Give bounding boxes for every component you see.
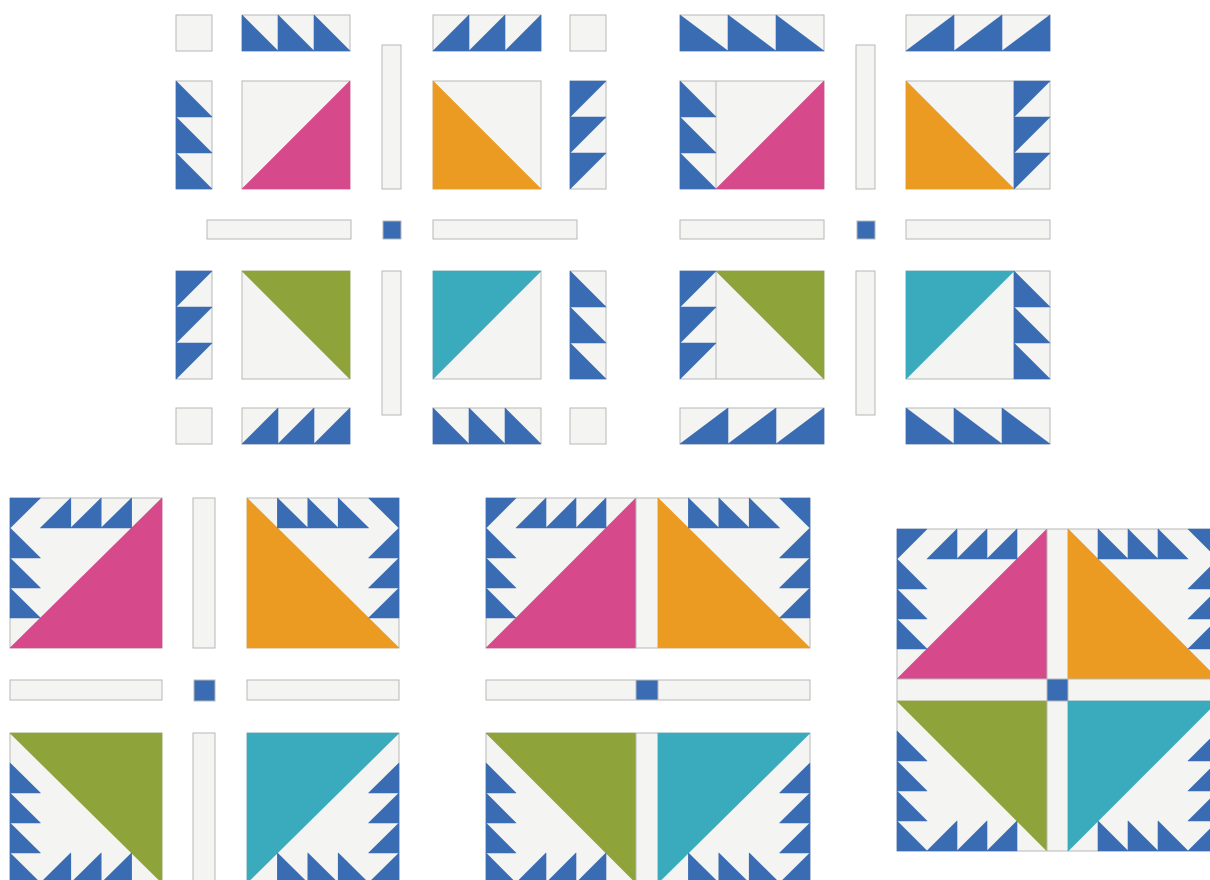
- finished-block-bottom-right: [1068, 701, 1210, 851]
- geese-unit-top-right: [906, 15, 1050, 51]
- sashing-horizontal-left: [680, 220, 824, 239]
- stage-4-finished-block: [897, 529, 1210, 851]
- sashing-vertical-top: [856, 45, 875, 189]
- geese-strip-right-upper: [1014, 81, 1050, 189]
- geese-strip-bottom-right: [433, 408, 541, 444]
- geese-strip-left-upper: [176, 81, 212, 189]
- sashing-vertical-bottom: [193, 733, 215, 880]
- sashing-horizontal-left: [207, 220, 351, 239]
- geese-strip-top-right: [433, 15, 541, 51]
- corner-square: [176, 408, 212, 444]
- finished-sashing-top: [1047, 529, 1068, 679]
- geese-unit-top-left: [680, 15, 824, 51]
- stage-1-pieces-right: [680, 15, 1050, 444]
- corner-square: [176, 15, 212, 51]
- sashing-horizontal-right: [247, 680, 399, 700]
- stage-3-joined-rows: [486, 498, 810, 880]
- stage-2-framed-blocks: [10, 498, 399, 880]
- sashing-vertical-top: [193, 498, 215, 648]
- geese-strip-bottom-left: [242, 408, 350, 444]
- sashing-vertical-bottom: [856, 271, 875, 415]
- cornerstone: [194, 680, 215, 701]
- cornerstone: [857, 221, 875, 239]
- framed-block-bottom-left: [10, 733, 162, 880]
- framed-block-top-right: [247, 498, 399, 648]
- row-block-top-right: [658, 498, 810, 648]
- finished-block-bottom-left: [897, 701, 1047, 851]
- hst-bottom-right: [433, 271, 541, 379]
- geese-strip-left-lower: [680, 271, 716, 379]
- sashing-horizontal-left: [10, 680, 162, 700]
- finished-sashing-bottom: [1047, 701, 1068, 851]
- geese-strip-left-upper: [680, 81, 716, 189]
- geese-unit-bottom-right: [906, 408, 1050, 444]
- framed-block-bottom-right: [247, 733, 399, 880]
- geese-strip-top-left: [242, 15, 350, 51]
- hst-top-right: [433, 81, 541, 189]
- cornerstone: [636, 680, 658, 700]
- row-block-bottom-right: [658, 733, 810, 880]
- hst-bottom-left: [242, 271, 350, 379]
- finished-block-top-right: [1068, 529, 1210, 679]
- hst-top-left: [242, 81, 350, 189]
- cornerstone: [383, 221, 401, 239]
- sashing-horizontal-right: [906, 220, 1050, 239]
- sashing-vertical-top: [382, 45, 401, 189]
- row-block-top-left: [486, 498, 636, 648]
- geese-strip-right-lower: [570, 271, 606, 379]
- finished-block-top-left: [897, 529, 1047, 679]
- corner-square: [570, 15, 606, 51]
- row-sashing-top: [636, 498, 658, 648]
- row-sashing-bottom: [636, 733, 658, 880]
- framed-block-top-left: [10, 498, 162, 648]
- stage-1-pieces-left: [176, 15, 606, 444]
- row-block-bottom-left: [486, 733, 636, 880]
- cornerstone: [1047, 679, 1068, 701]
- sashing-vertical-bottom: [382, 271, 401, 415]
- geese-strip-right-upper: [570, 81, 606, 189]
- geese-strip-right-lower: [1014, 271, 1050, 379]
- corner-square: [570, 408, 606, 444]
- geese-unit-bottom-left: [680, 408, 824, 444]
- sashing-horizontal-right: [433, 220, 577, 239]
- geese-strip-left-lower: [176, 271, 212, 379]
